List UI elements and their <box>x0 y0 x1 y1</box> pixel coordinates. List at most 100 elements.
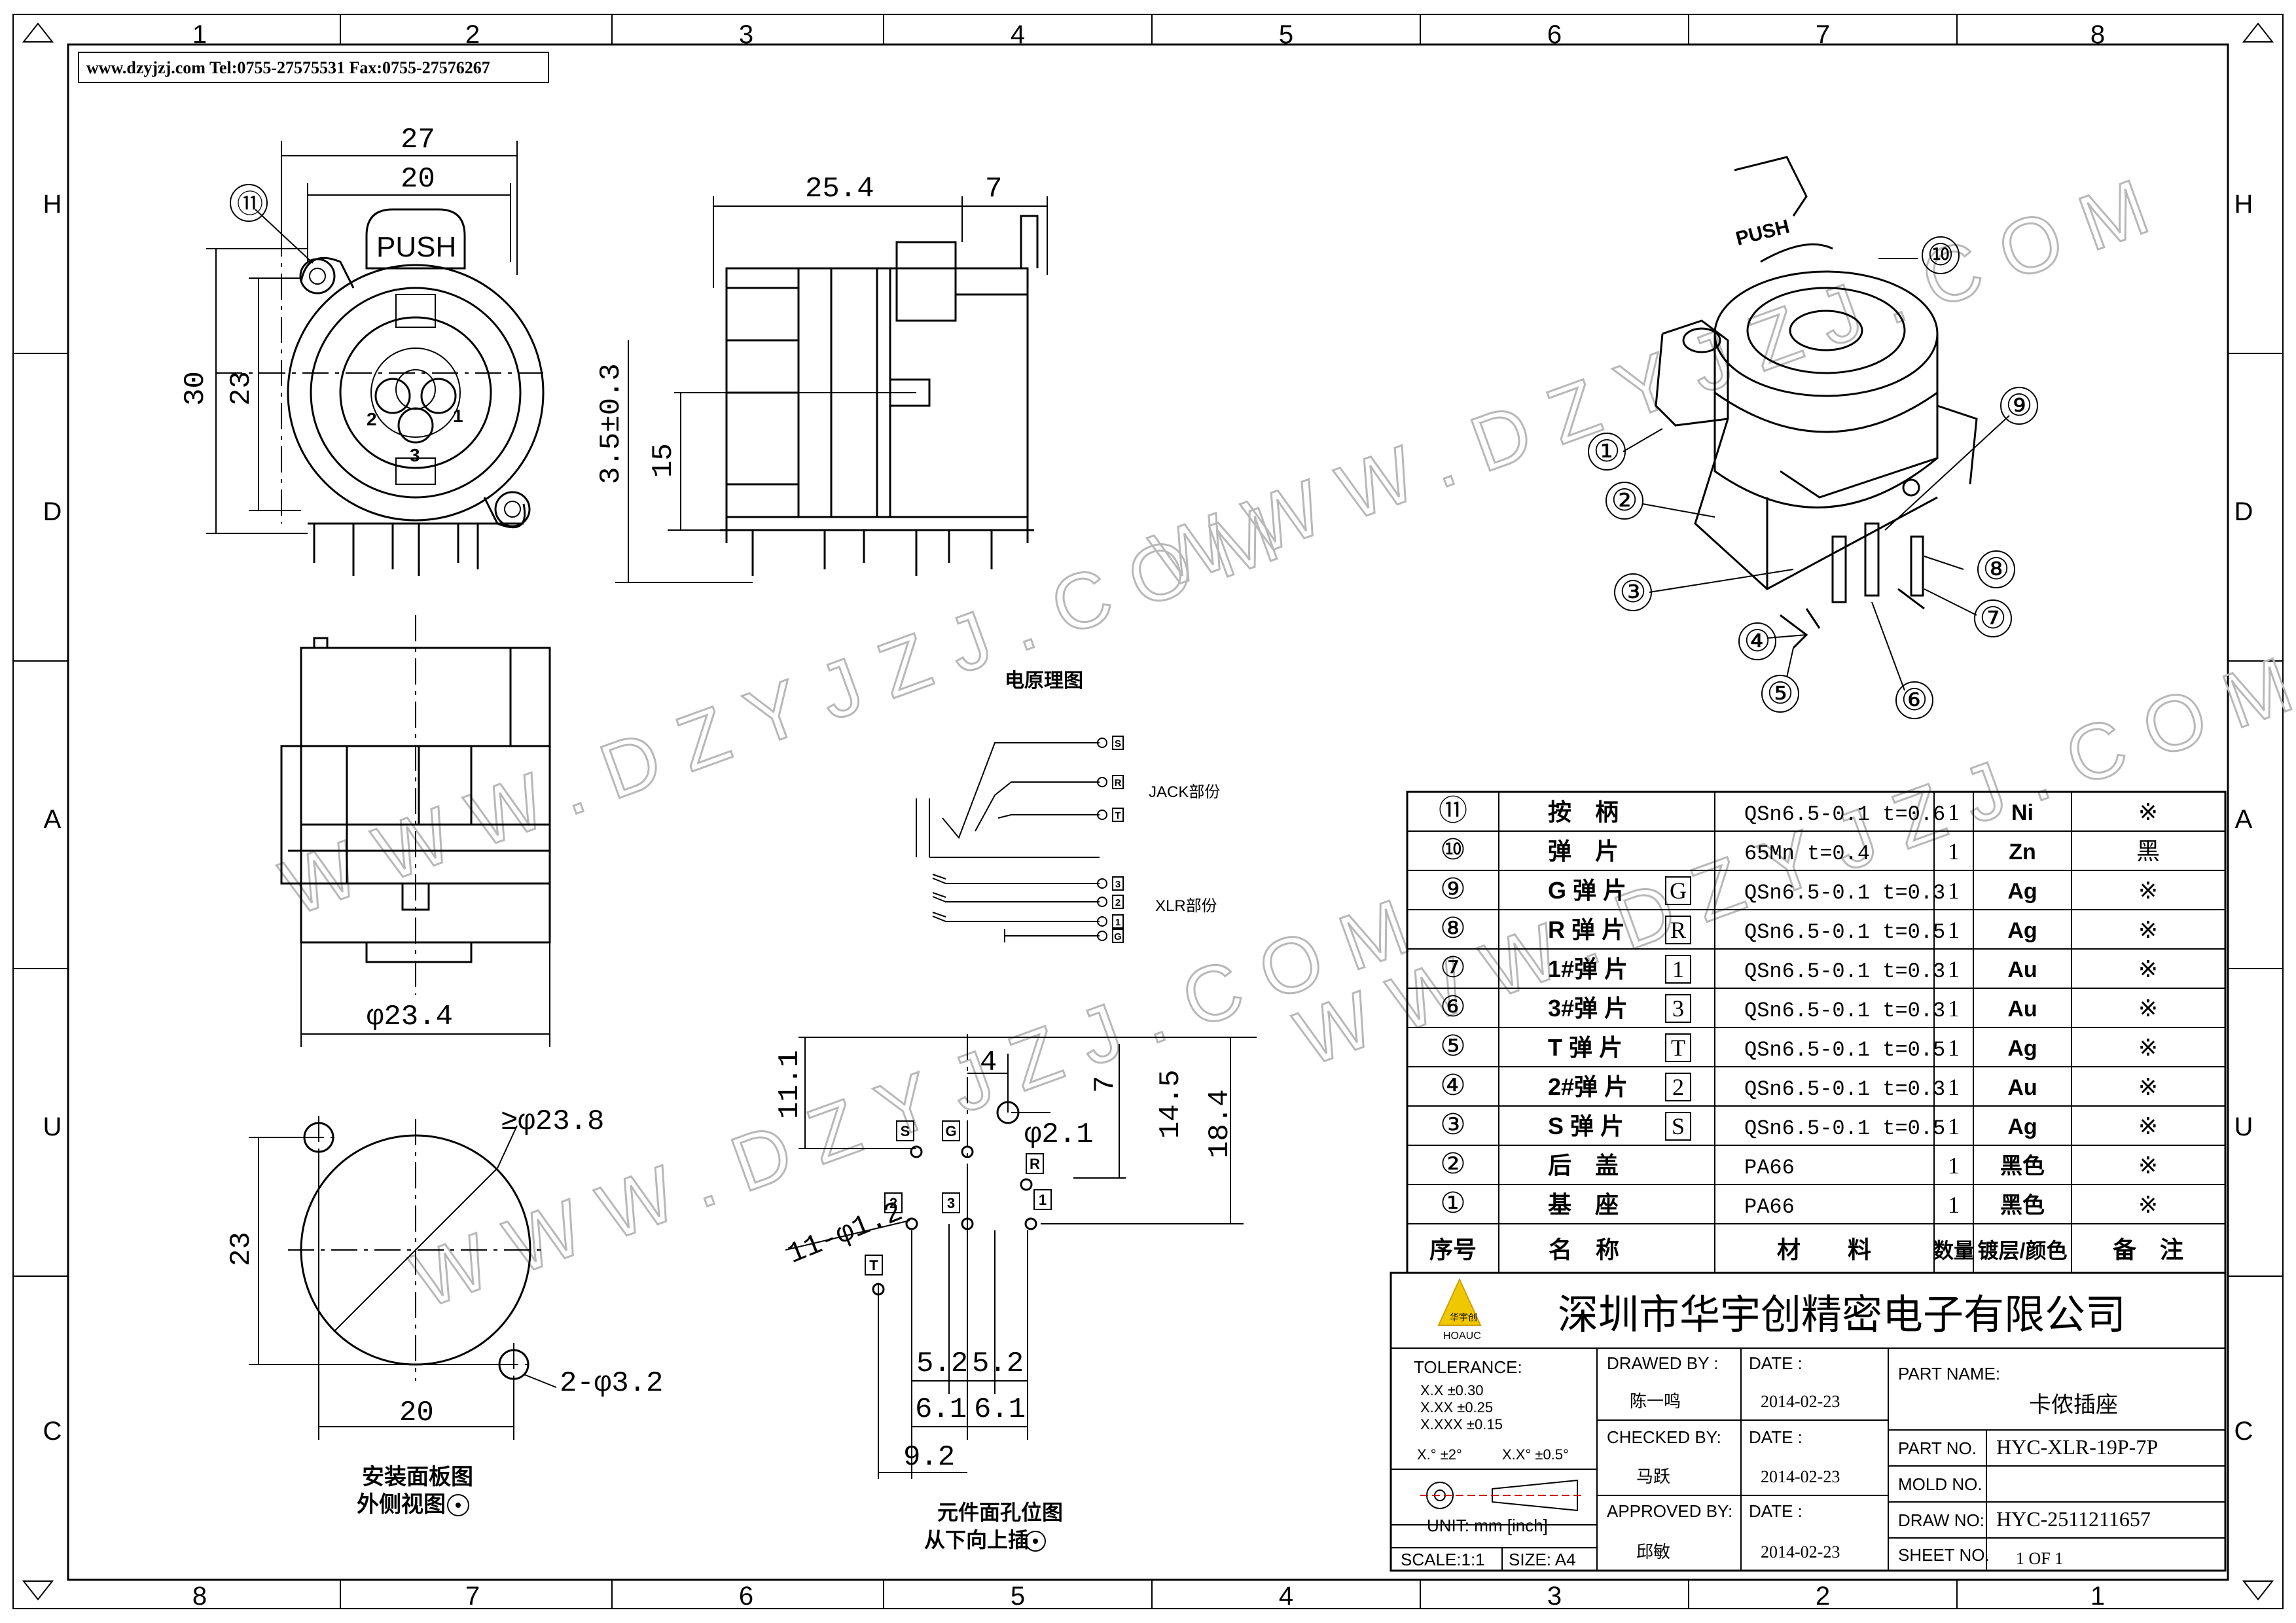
xlr-pin-1: 1 <box>1115 917 1121 928</box>
jack-pin-R: R <box>1115 777 1122 789</box>
bom-cell-note: ※ <box>2138 955 2158 982</box>
front-view: PUSH 2 1 3 27 20 30 23 ⑪ <box>179 124 545 576</box>
dim-14-5: 14.5 <box>1155 1069 1187 1139</box>
part-no-label: PART NO. <box>1898 1438 1977 1458</box>
bom-cell-name: 按 柄 <box>1548 798 1619 825</box>
bom-cell-material: QSn6.5-0.1 t=0.5 <box>1744 1116 1945 1141</box>
iso-balloon-4: ④ <box>1744 624 1770 658</box>
bom-cell-code: 2 <box>1672 1074 1684 1100</box>
dim-5-2-right: 5.2 <box>972 1347 1024 1380</box>
size-label: SIZE: A4 <box>1509 1550 1576 1569</box>
bom-cell-name: 基 座 <box>1548 1191 1619 1218</box>
dim-11-1: 11.1 <box>774 1050 806 1119</box>
tolerance-angle-2: X.X° ±0.5° <box>1502 1446 1569 1463</box>
bom-cell-qty: 1 <box>1948 1074 1960 1100</box>
bom-cell-plating: Ag <box>2007 918 2037 943</box>
header-box: www.dzyjzj.com Tel:0755-27575531 Fax:075… <box>78 52 549 83</box>
hole-pin-3: 3 <box>947 1195 955 1211</box>
hole-pin-G: G <box>945 1123 956 1139</box>
part-name-label: PART NAME: <box>1898 1364 2000 1383</box>
dim-5-2-left: 5.2 <box>916 1347 968 1380</box>
dim-diameter-23-4: φ23.4 <box>367 1001 453 1033</box>
bom-cell-note: ※ <box>2138 1034 2158 1061</box>
bom-cell-note: ※ <box>2138 1113 2158 1139</box>
draw-no-value: HYC-2511211657 <box>1996 1507 2151 1531</box>
row-left-U: U <box>43 1113 62 1141</box>
hole-caption-sub: 从下向上插 <box>924 1528 1029 1552</box>
unit-label: UNIT: mm [inch] <box>1427 1516 1548 1535</box>
bom-cell-material: PA66 <box>1744 1195 1795 1219</box>
sheet-no-value: 1 OF 1 <box>2016 1549 2063 1568</box>
bom-cell-no: ⑤ <box>1440 1030 1465 1062</box>
row-left-C: C <box>43 1417 62 1446</box>
dim-23: 23 <box>225 371 258 406</box>
bom-cell-plating: 黑色 <box>2000 1193 2045 1218</box>
row-right-C: C <box>2234 1417 2253 1446</box>
iso-balloon-2: ② <box>1611 484 1638 517</box>
bom-cell-name: G 弹 片 <box>1548 877 1626 904</box>
col-top-7: 7 <box>1816 20 1830 49</box>
bom-cell-qty: 1 <box>1948 1152 1960 1179</box>
col-bottom-7: 7 <box>465 1582 480 1611</box>
bom-cell-material: QSn6.5-0.1 t=0.6 <box>1744 802 1945 827</box>
bom-cell-material: QSn6.5-0.1 t=0.3 <box>1744 1077 1945 1101</box>
row-right-A: A <box>2235 805 2253 834</box>
iso-balloon-6: ⑥ <box>1901 683 1928 717</box>
bom-cell-no: ⑧ <box>1440 912 1465 944</box>
col-bottom-3: 3 <box>1547 1582 1562 1611</box>
view-symbol-icon <box>1025 1531 1046 1552</box>
company-logo: 华宇创 HOAUC <box>1437 1277 1482 1342</box>
bom-cell-material: QSn6.5-0.1 t=0.5 <box>1744 1038 1945 1062</box>
bom-cell-material: 65Mn t=0.4 <box>1744 842 1870 866</box>
bom-cell-material: QSn6.5-0.1 t=0.5 <box>1744 920 1945 944</box>
date-value-2: 2014-02-23 <box>1761 1467 1840 1486</box>
dim-20: 20 <box>401 163 435 196</box>
bom-cell-note: ※ <box>2138 916 2158 943</box>
bom-cell-code: G <box>1670 878 1687 904</box>
hole-pin-1: 1 <box>1039 1192 1047 1208</box>
hole-pin-T: T <box>869 1257 878 1274</box>
iso-balloon-10: ⑩ <box>1927 238 1954 272</box>
bom-cell-no: ⑩ <box>1440 834 1465 866</box>
tolerance-label: TOLERANCE: <box>1414 1357 1522 1377</box>
bom-cell-note: ※ <box>2138 877 2158 904</box>
bom-header-note: 备 注 <box>2113 1236 2183 1263</box>
bom-cell-material: PA66 <box>1744 1156 1795 1180</box>
tolerance-angle-1: X.° ±2° <box>1417 1446 1462 1463</box>
drawing-frame: 1 2 3 4 5 6 7 8 8 7 6 5 4 3 2 1 H D A U … <box>12 14 2284 1611</box>
approved-by-label: APPROVED BY: <box>1607 1501 1732 1521</box>
jack-pin-T: T <box>1115 810 1121 821</box>
dim-6-1-left: 6.1 <box>915 1393 967 1426</box>
part-no-value: HYC-XLR-19P-7P <box>1996 1435 2158 1459</box>
col-top-1: 1 <box>192 20 207 49</box>
bom-cell-name: S 弹 片 <box>1548 1113 1624 1139</box>
xlr-pin-G: G <box>1114 931 1122 942</box>
company-name: 深圳市华宇创精密电子有限公司 <box>1558 1293 2126 1338</box>
bom-cell-note: ※ <box>2138 1191 2158 1218</box>
schematic: 电原理图 S R T 3 2 <box>916 670 1220 943</box>
dim-holes-11: 11-φ1.2 <box>783 1196 908 1272</box>
iso-balloon-3: ③ <box>1619 575 1646 609</box>
sheet-no-label: SHEET NO. <box>1898 1545 1990 1565</box>
iso-balloon-5: ⑤ <box>1767 677 1793 710</box>
bom-cell-qty: 1 <box>1948 838 1960 865</box>
dim-diameter-2-1: φ2.1 <box>1024 1118 1094 1151</box>
bom-cell-name: 弹 片 <box>1548 838 1619 865</box>
bom-cell-code: T <box>1671 1035 1685 1061</box>
bom-cell-note: ※ <box>2138 1152 2158 1179</box>
bom-cell-qty: 1 <box>1948 1113 1960 1139</box>
pin-label-3: 3 <box>410 445 420 465</box>
dim-18-4: 18.4 <box>1204 1089 1236 1158</box>
col-top-8: 8 <box>2090 20 2105 49</box>
bom-header-plating: 镀层/颜色 <box>1978 1239 2068 1262</box>
drawn-by-label: DRAWED BY : <box>1607 1353 1718 1373</box>
tolerance-3: X.XXX ±0.15 <box>1420 1416 1503 1433</box>
iso-balloon-7: ⑦ <box>1979 601 2006 635</box>
row-left-H: H <box>43 190 62 219</box>
drawn-by-value: 陈一鸣 <box>1630 1392 1681 1411</box>
checked-by-value: 马跃 <box>1636 1467 1670 1486</box>
iso-balloon-8: ⑧ <box>1982 552 2009 586</box>
col-top-6: 6 <box>1547 20 1562 49</box>
bom-cell-name: 2#弹 片 <box>1548 1073 1628 1100</box>
